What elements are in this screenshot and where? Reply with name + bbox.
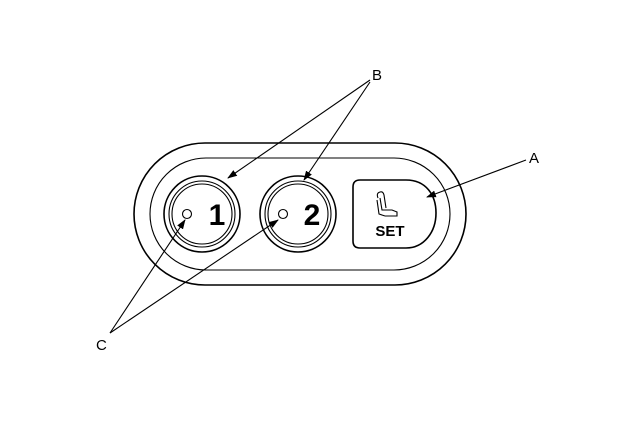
callout-a-label: A — [529, 150, 539, 167]
memory-button-2-ring — [264, 180, 332, 248]
memory-button-2-bezel — [259, 175, 337, 253]
callout-b-leader-button-1 — [227, 79, 371, 179]
callout-a: A — [426, 150, 539, 198]
callout-c: C — [96, 219, 279, 354]
memory-button-1-bezel — [163, 175, 241, 253]
seat-icon — [376, 191, 398, 217]
housing-inner-outline — [149, 157, 451, 271]
callout-b-label: B — [372, 67, 382, 84]
housing-outer-outline — [133, 142, 467, 286]
memory-button-2[interactable]: 2 — [259, 175, 337, 253]
callout-b: B — [227, 67, 382, 181]
memory-button-1[interactable]: 1 — [163, 175, 241, 253]
callout-c-leader-indicator-1 — [109, 219, 186, 334]
memory-button-2-label: 2 — [304, 199, 321, 232]
memory-button-1-label: 1 — [209, 199, 226, 232]
memory-button-1-face — [171, 183, 233, 245]
callout-c-leader-indicator-2 — [109, 219, 279, 334]
memory-button-2-face — [267, 183, 329, 245]
callout-b-leader-button-2 — [303, 81, 371, 181]
switch-housing — [133, 142, 467, 286]
indicator-light-icon — [181, 208, 193, 220]
memory-button-1-ring — [168, 180, 236, 248]
callout-c-label: C — [96, 337, 107, 354]
set-button[interactable]: SET — [352, 179, 437, 249]
indicator-light-icon — [277, 208, 289, 220]
set-button-label: SET — [375, 223, 404, 240]
callout-a-leader — [426, 159, 527, 198]
